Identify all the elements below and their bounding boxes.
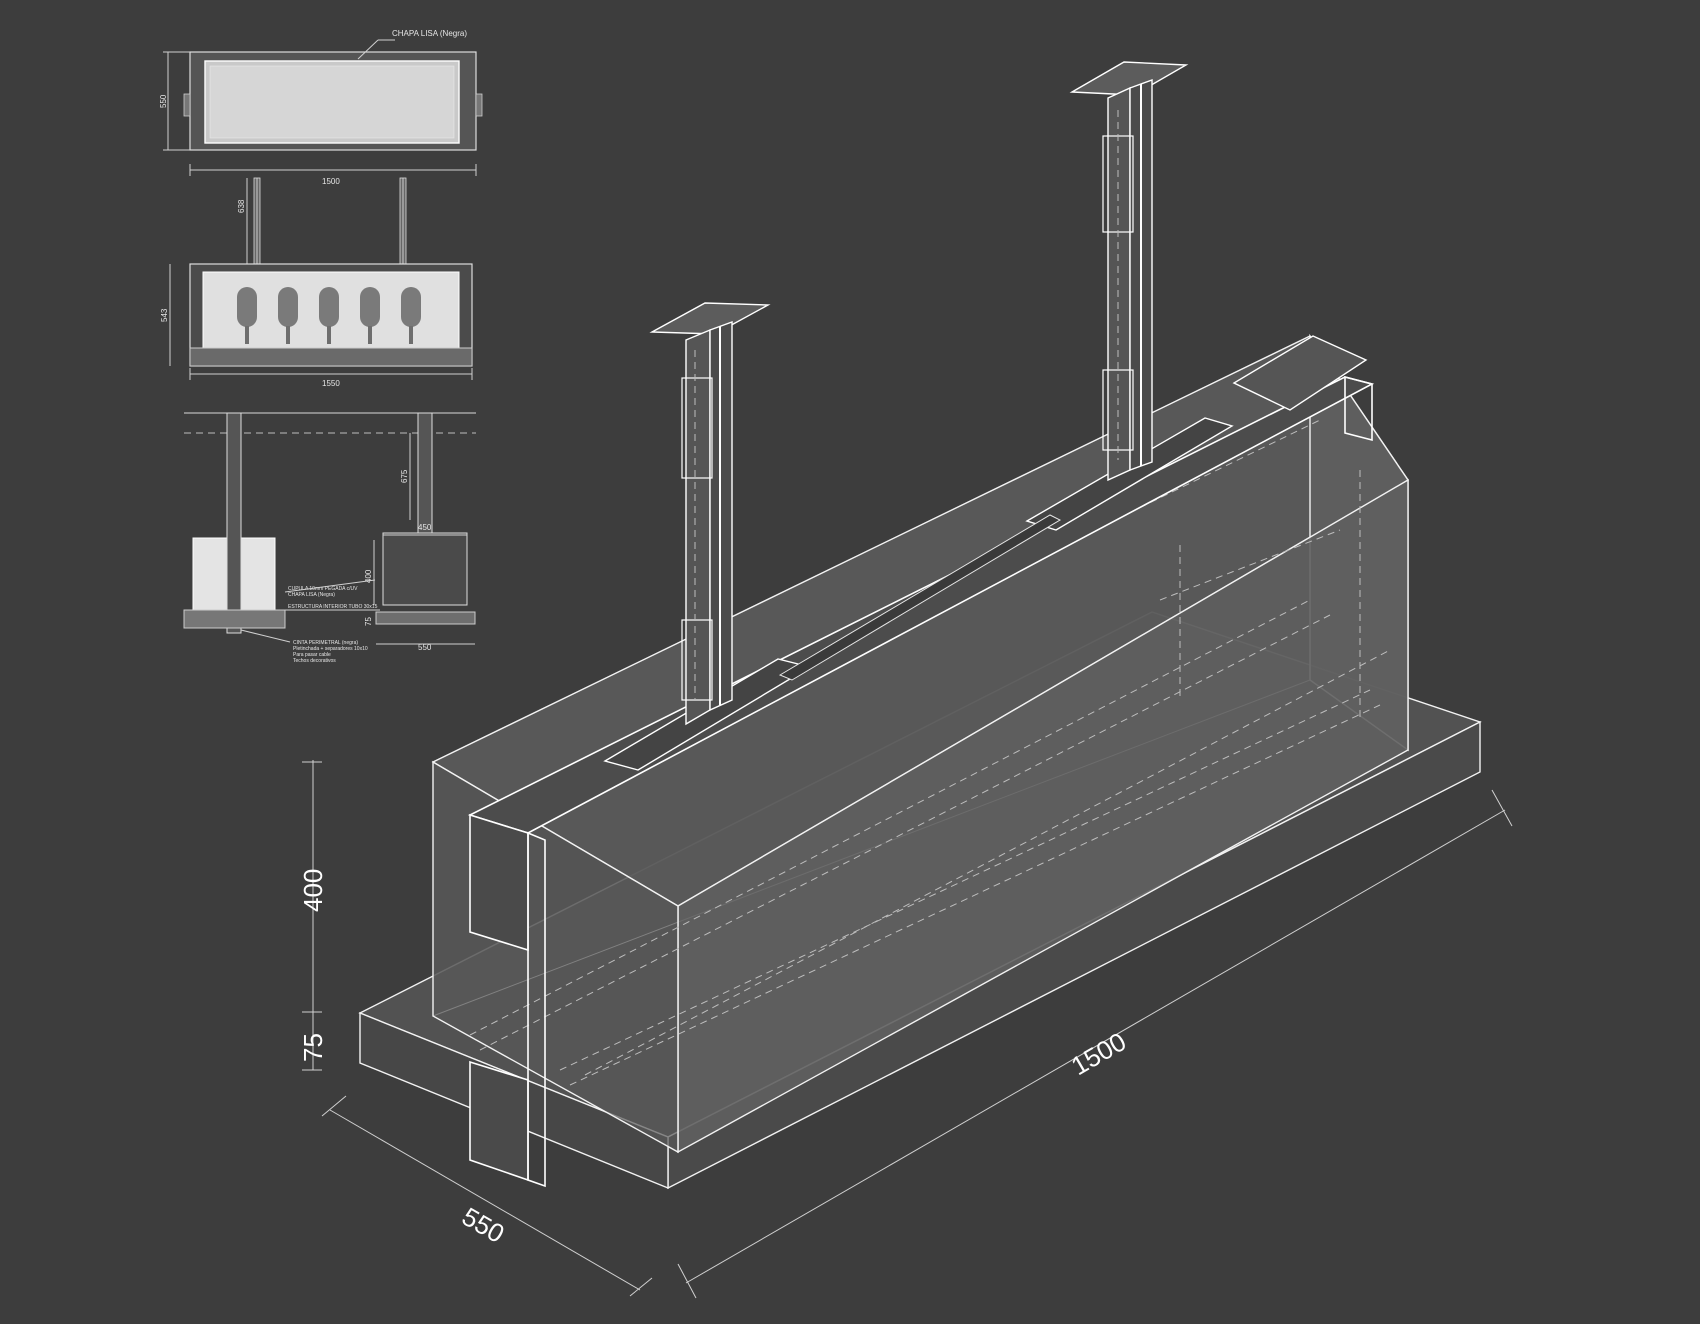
iso-frame-vertical — [527, 831, 546, 1188]
iso-dim-length: 1500 — [1066, 1026, 1131, 1081]
front-view: 638 543 1550 — [160, 177, 473, 388]
front-dim-width: 1550 — [322, 379, 340, 388]
section-note: CHAPA LISA (Negra) — [288, 592, 335, 598]
iso-frame-right-vertical — [1344, 375, 1373, 442]
plan-callout: CHAPA LISA (Negra) — [392, 29, 467, 38]
section-notes: CUPULA 10mm PEGADA c/UV CHAPA LISA (Negr… — [284, 579, 380, 611]
plan-clip-left — [183, 93, 191, 117]
iso-frame-left-lower — [469, 1060, 529, 1182]
plan-dim-height: 550 — [159, 94, 168, 108]
iso-dim-base: 75 — [298, 1033, 328, 1062]
iso-dim-depth: 550 — [457, 1201, 510, 1249]
iso-dim-body: 400 — [298, 869, 328, 912]
section-note: CUPULA 10mm PEGADA c/UV — [288, 586, 358, 592]
popsicle-icon — [319, 287, 339, 344]
section-bottom-note: Techos decorativos — [293, 658, 336, 664]
section-base — [183, 609, 286, 629]
iso-frame-left-upper — [469, 813, 529, 952]
plan-dim-width: 1500 — [322, 177, 340, 186]
section-dim-bottom: 550 — [418, 643, 432, 652]
section-note: ESTRUCTURA INTERIOR TUBO 30x15 — [288, 604, 378, 610]
popsicle-icon — [360, 287, 380, 344]
section-left-post — [226, 412, 242, 634]
iso-hanger-left — [649, 302, 771, 726]
plan-view: 550 1500 CHAPA LISA (Negra) — [159, 29, 483, 186]
section-bottom-note: CINTA PERIMETRAL (negra) — [293, 640, 358, 646]
section-bottom-note: Para pasar cable — [293, 652, 331, 658]
popsicle-group — [237, 287, 421, 344]
isometric-view: 400 75 550 1500 — [298, 61, 1513, 1299]
section-dim-base: 75 — [364, 617, 373, 626]
popsicle-icon — [237, 287, 257, 344]
section-right-post — [417, 412, 433, 534]
front-dim-hanger: 638 — [237, 199, 246, 213]
front-base-strip — [189, 347, 473, 367]
plan-clip-right — [475, 93, 483, 117]
iso-hanger-right — [1069, 61, 1189, 482]
section-dim-top: 450 — [418, 523, 432, 532]
section-right-base — [375, 611, 476, 625]
popsicle-icon — [401, 287, 421, 344]
popsicle-icon — [278, 287, 298, 344]
section-dim-hanger: 675 — [400, 469, 409, 483]
section-view: 675 450 400 75 550 CUPULA 10mm PEGADA c/… — [183, 412, 476, 664]
section-dim-body: 400 — [364, 569, 373, 583]
front-dim-height: 543 — [160, 308, 169, 322]
section-bottom-note: Pletinchada + separadores 10x10 — [293, 646, 368, 652]
iso-corner-bracket — [1232, 335, 1368, 411]
iso-top-channel — [778, 514, 1062, 681]
section-right-box — [382, 532, 468, 606]
section-bottom-notes: CINTA PERIMETRAL (negra) Pletinchada + s… — [240, 629, 368, 664]
